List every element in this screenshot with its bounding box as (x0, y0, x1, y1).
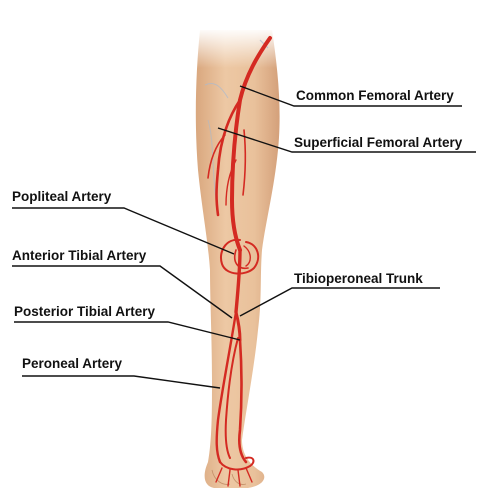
label-tibioperoneal-trunk: Tibioperoneal Trunk (294, 271, 423, 286)
labels: Common Femoral Artery Superficial Femora… (12, 88, 463, 371)
label-common-femoral-artery: Common Femoral Artery (296, 88, 454, 103)
label-popliteal-artery: Popliteal Artery (12, 189, 112, 204)
label-posterior-tibial-artery: Posterior Tibial Artery (14, 304, 156, 319)
leader-posterior-tibial (14, 321, 241, 341)
leader-anterior-tibial (12, 265, 233, 319)
genicular-network (220, 238, 260, 275)
femoral-artery-vessel (230, 36, 272, 252)
leader-popliteal (12, 207, 235, 255)
label-superficial-femoral-artery: Superficial Femoral Artery (294, 135, 463, 150)
posterior-tibial-vessel (237, 338, 248, 464)
leader-peroneal (22, 375, 221, 389)
label-anterior-tibial-artery: Anterior Tibial Artery (12, 248, 147, 263)
leader-tibioperoneal (239, 287, 440, 317)
leader-lines (12, 85, 476, 389)
label-peroneal-artery: Peroneal Artery (22, 356, 123, 371)
foot-arch (219, 456, 255, 471)
leader-superficial-femoral (217, 127, 476, 153)
leg-silhouette (190, 28, 290, 488)
artery-tree (207, 36, 272, 487)
deep-femoral-branch (215, 98, 242, 217)
peroneal-vessel (224, 337, 239, 459)
leader-common-femoral (239, 85, 462, 107)
anterior-tibial-vessel (215, 310, 238, 464)
tibioperoneal-vessel (234, 310, 242, 342)
